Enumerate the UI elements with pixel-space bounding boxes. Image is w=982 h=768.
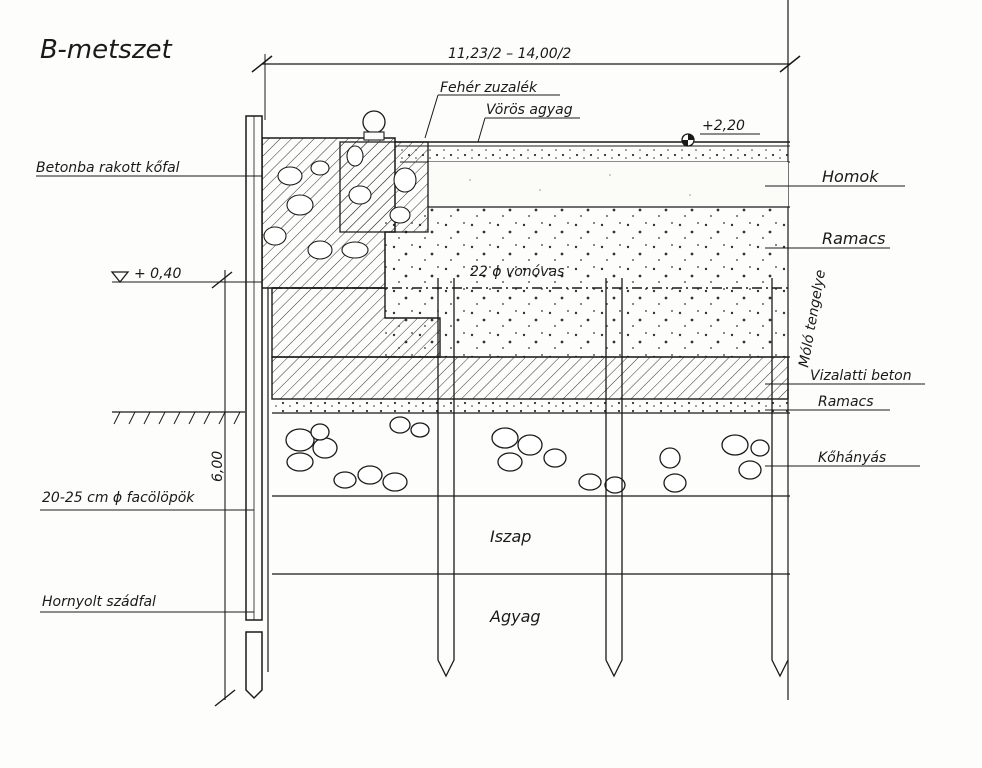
elevation-low-label: + 0,40 — [134, 266, 181, 282]
axis-label: Móló tengelye — [796, 269, 829, 369]
label-rubble-lower: Ramacs — [818, 394, 874, 410]
label-piles: 20-25 cm ϕ facölöpök — [42, 490, 195, 506]
depth-dimension — [214, 270, 236, 707]
elevation-marker-low — [110, 271, 262, 289]
elevation-top-label: +2,20 — [702, 118, 745, 134]
leader-lines — [36, 94, 925, 613]
label-sheet-wall: Hornyolt szádfal — [42, 594, 156, 610]
label-red-clay: Vörös agyag — [486, 102, 573, 118]
label-silt: Iszap — [490, 527, 531, 546]
label-rockfill: Kőhányás — [818, 450, 886, 466]
top-dimension-label: 11,23/2 – 14,00/2 — [448, 46, 571, 62]
label-sand: Homok — [822, 167, 879, 186]
sheet-pile-wall — [245, 115, 269, 700]
rubble-upper-layer — [385, 207, 788, 357]
rubble-lower-layer — [272, 399, 788, 413]
underwater-concrete-layer — [271, 356, 789, 400]
sand-layer — [428, 162, 788, 207]
elevation-marker-top — [681, 133, 760, 147]
rockfill-stones — [285, 416, 770, 494]
label-clay: Agyag — [489, 607, 541, 626]
surface-layers — [395, 141, 790, 163]
label-white-gravel: Fehér zuzalék — [440, 80, 538, 96]
label-rubble-upper: Ramacs — [822, 229, 885, 248]
label-underwater-concrete: Vizalatti beton — [810, 368, 912, 384]
label-stone-wall: Betonba rakott kőfal — [36, 160, 180, 176]
bollard — [362, 110, 386, 141]
drawing-title: B-metszet — [40, 35, 172, 65]
top-dimension — [251, 54, 801, 120]
stone-wall — [261, 137, 429, 289]
wooden-piles — [437, 278, 789, 678]
label-tie-rod: 22 ϕ vonóvas — [470, 264, 564, 280]
ground-line — [112, 411, 245, 425]
pile-depth-label: 6,00 — [210, 451, 226, 482]
